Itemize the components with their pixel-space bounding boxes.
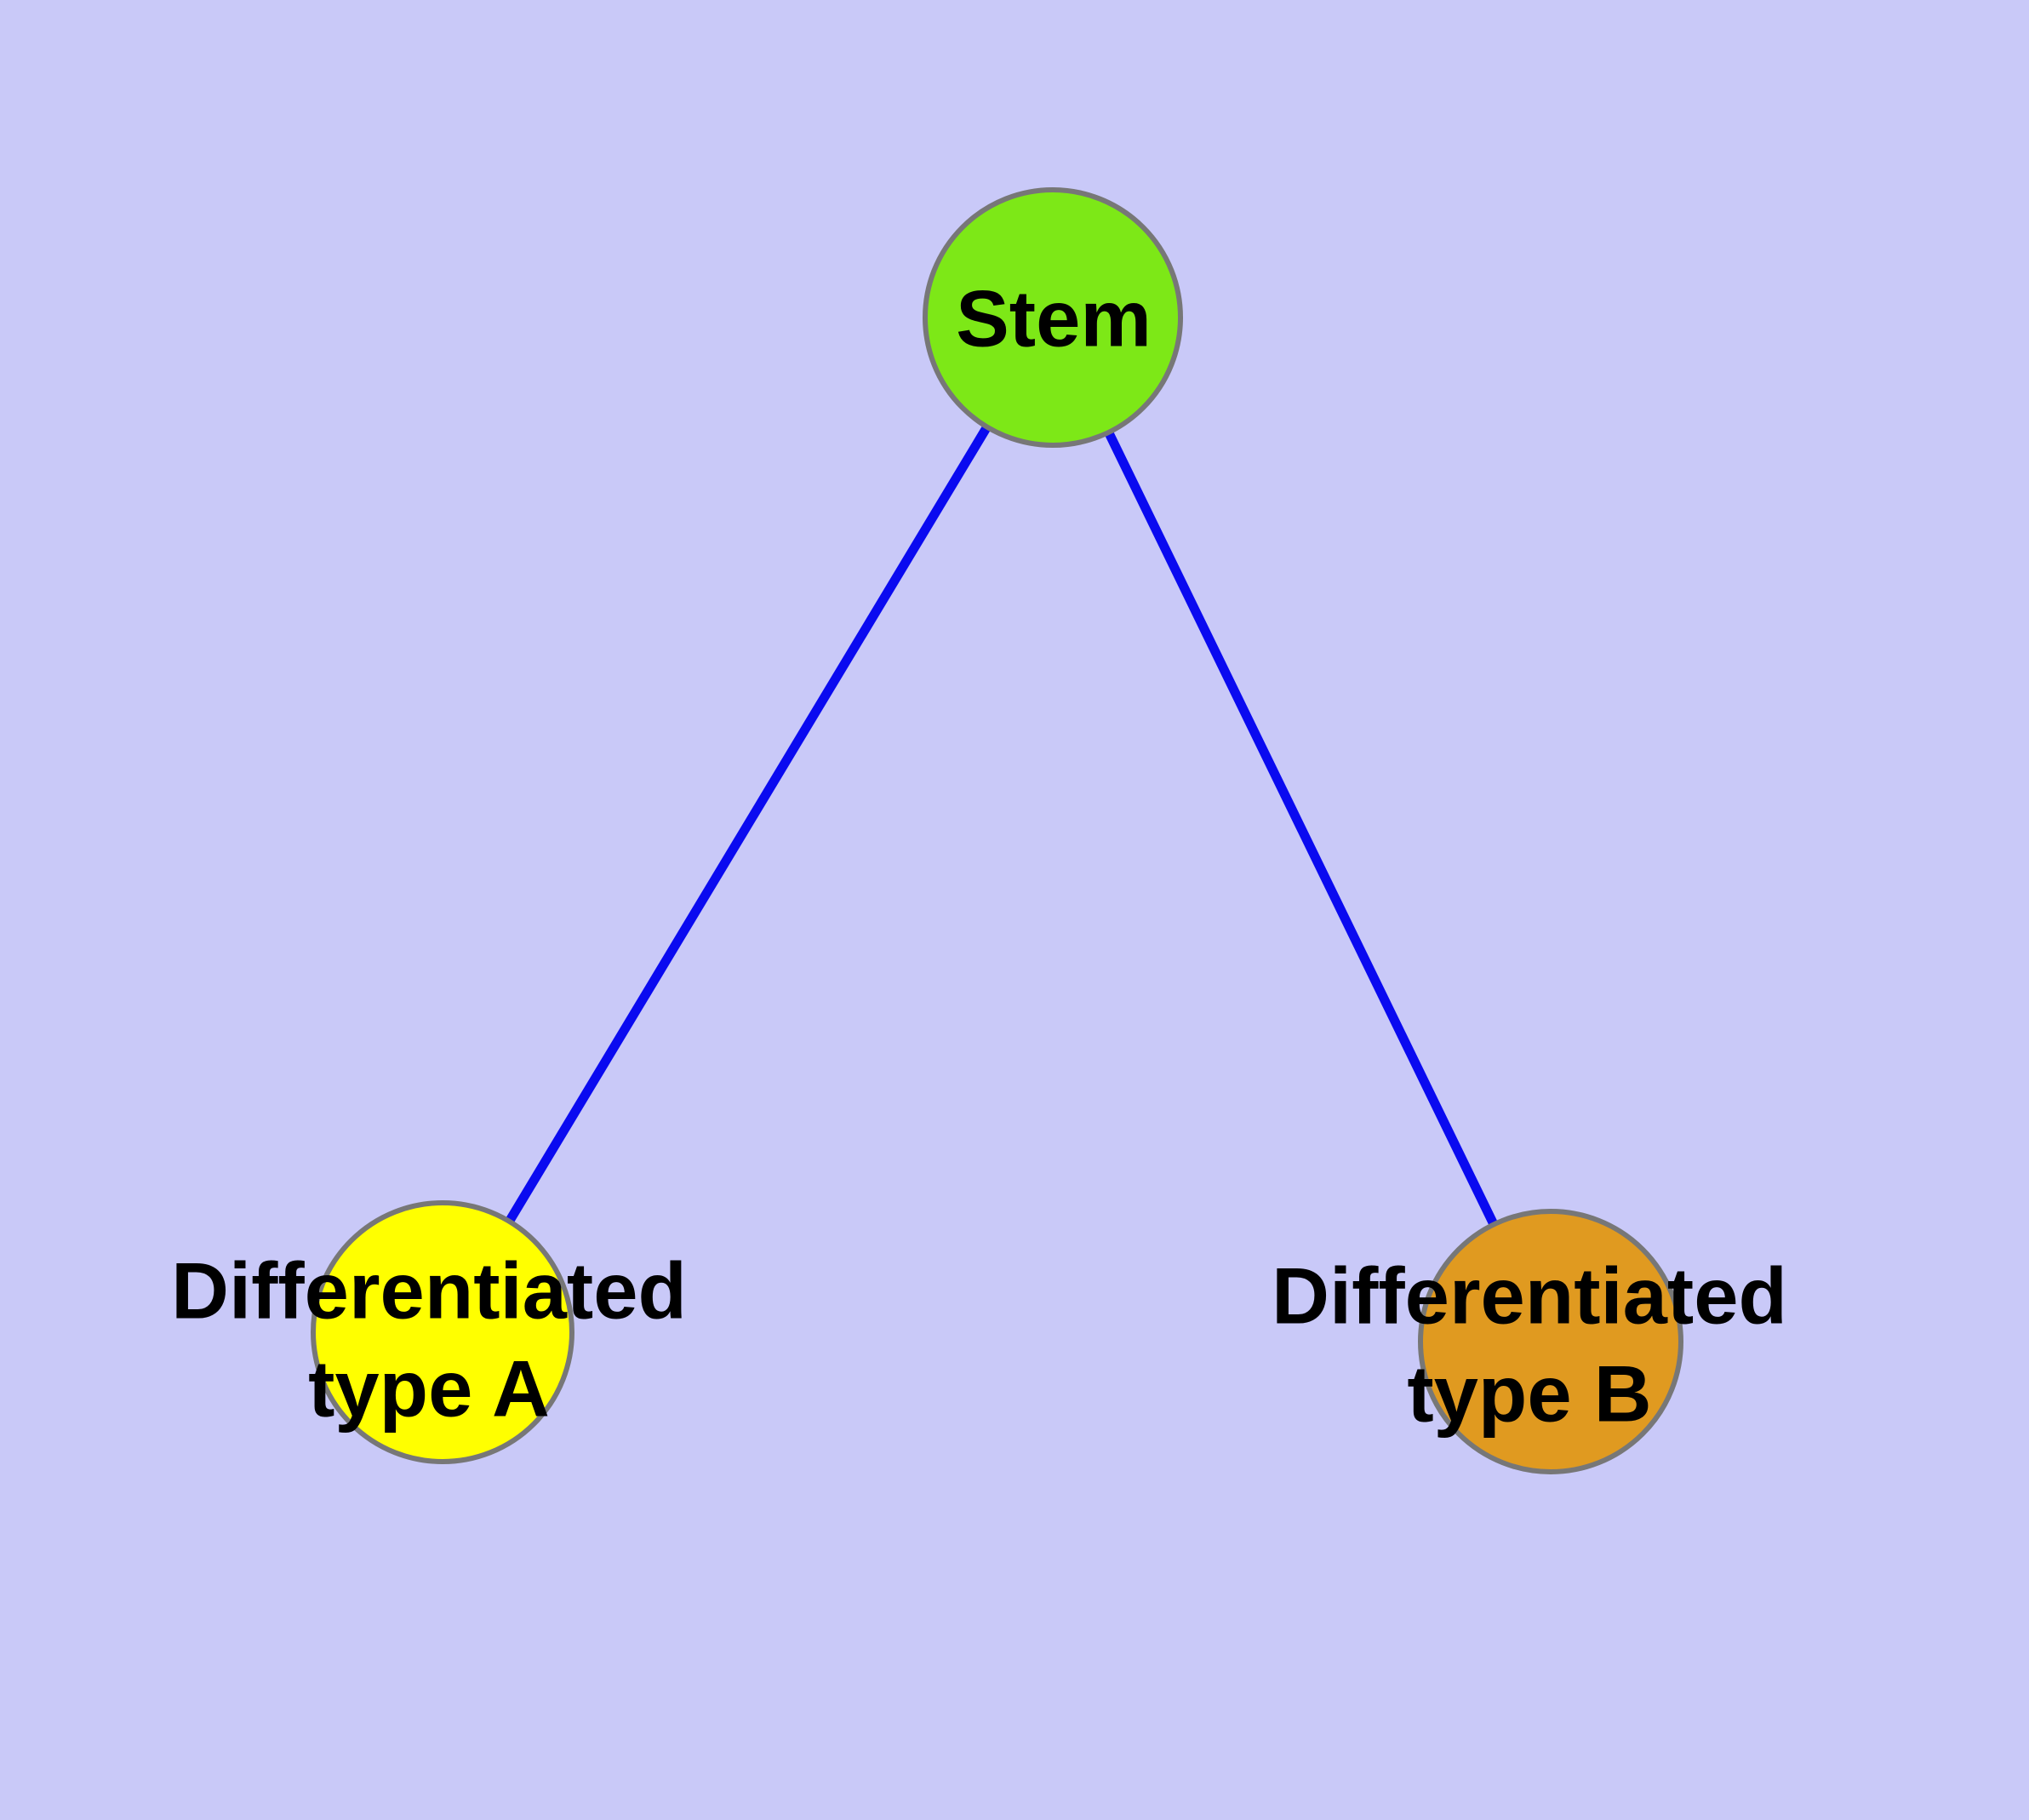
node-type-a-label: Differentiated type A [171,1242,687,1437]
node-stem-circle [923,187,1183,448]
node-type-b-label: Differentiated type B [1272,1247,1787,1442]
node-type-a-label-line1: Differentiated [171,1245,687,1336]
node-type-a-label-line2: type A [308,1343,550,1433]
edge-stem-to-type-a [438,315,1057,1335]
node-type-b-label-line1: Differentiated [1272,1251,1787,1341]
node-type-b-circle [1418,1209,1683,1474]
node-stem-label-text: Stem [956,273,1152,363]
node-stem-label: Stem [956,271,1152,369]
node-type-b-label-line2: type B [1407,1348,1652,1438]
edge-stem-to-type-b [1049,315,1555,1344]
node-type-a-circle [311,1200,574,1464]
